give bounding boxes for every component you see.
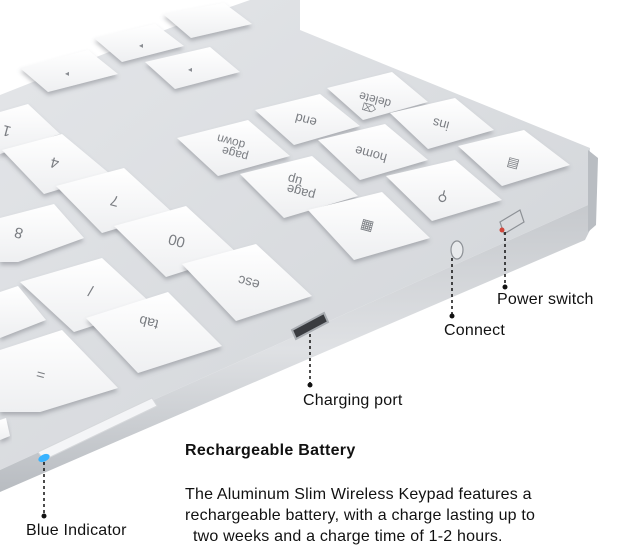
arrow-key-down[interactable] bbox=[145, 47, 240, 89]
connect-callout: Connect bbox=[444, 322, 505, 339]
charging-port[interactable] bbox=[290, 311, 330, 341]
arrow-left-icon: ◂ bbox=[139, 41, 143, 50]
description-text: The Aluminum Slim Wireless Keypad featur… bbox=[185, 484, 625, 547]
ins-key-label: ins bbox=[430, 115, 450, 134]
key-eight[interactable] bbox=[0, 204, 84, 262]
end-key-label: end bbox=[293, 110, 318, 130]
search-icon: ⚲ bbox=[436, 188, 450, 206]
description-line: rechargeable battery, with a charge last… bbox=[185, 507, 536, 524]
connect-leader-dot bbox=[449, 313, 455, 319]
power-switch-leader-dot bbox=[502, 284, 508, 290]
description-line: two weeks and a charge time of 1-2 hours… bbox=[193, 528, 503, 545]
key-equals[interactable] bbox=[0, 330, 118, 412]
grid-icon: ▦ bbox=[358, 217, 375, 236]
page-down-key[interactable] bbox=[177, 120, 290, 176]
key-seven[interactable] bbox=[56, 168, 172, 233]
key-double-zero-label: 00 bbox=[167, 230, 188, 251]
arrow-key-right[interactable] bbox=[20, 50, 118, 92]
blue-indicator-led bbox=[38, 453, 50, 463]
delete-backspace-icon: ⌫ bbox=[361, 99, 378, 113]
key-one[interactable] bbox=[0, 104, 60, 154]
description-line: The Aluminum Slim Wireless Keypad featur… bbox=[185, 486, 532, 503]
grid-key[interactable] bbox=[308, 192, 430, 260]
menu-list-icon: ▤ bbox=[505, 156, 521, 174]
page-up-label-line1: page bbox=[285, 181, 317, 203]
page-up-key[interactable] bbox=[240, 156, 358, 218]
search-key[interactable] bbox=[386, 160, 502, 221]
tab-key-label: tab bbox=[137, 313, 160, 334]
tab-key[interactable] bbox=[86, 292, 222, 373]
keypad-front-edge bbox=[0, 205, 590, 492]
arrow-down-icon: ◂ bbox=[188, 65, 192, 74]
esc-key-label: esc bbox=[236, 272, 261, 293]
ins-key[interactable] bbox=[390, 98, 494, 149]
connect-button[interactable] bbox=[450, 240, 464, 260]
delete-key[interactable] bbox=[327, 72, 428, 120]
end-key[interactable] bbox=[255, 94, 360, 145]
blue-indicator-leader-dot bbox=[41, 513, 47, 519]
arrow-key-up[interactable] bbox=[163, 3, 252, 38]
keypad-side-edge bbox=[588, 150, 598, 232]
blue-indicator-callout: Blue Indicator bbox=[26, 522, 127, 539]
key-slash-label: / bbox=[86, 281, 95, 299]
esc-key[interactable] bbox=[182, 244, 312, 321]
charging-port-callout: Charging port bbox=[303, 392, 403, 409]
key-left-edge[interactable] bbox=[0, 286, 46, 338]
page-down-label-line1: page bbox=[220, 144, 250, 165]
section-heading: Rechargeable Battery bbox=[185, 442, 356, 459]
home-key[interactable] bbox=[318, 124, 428, 180]
arrow-key-left[interactable] bbox=[94, 24, 184, 62]
arrow-right-icon: ◂ bbox=[65, 69, 69, 78]
page-up-label-line2: up bbox=[286, 171, 304, 189]
key-corner[interactable] bbox=[0, 418, 10, 440]
menu-key[interactable] bbox=[458, 130, 570, 186]
charging-port-leader-dot bbox=[307, 382, 313, 388]
power-switch-callout: Power switch bbox=[497, 291, 594, 308]
power-switch-dot bbox=[499, 227, 505, 233]
